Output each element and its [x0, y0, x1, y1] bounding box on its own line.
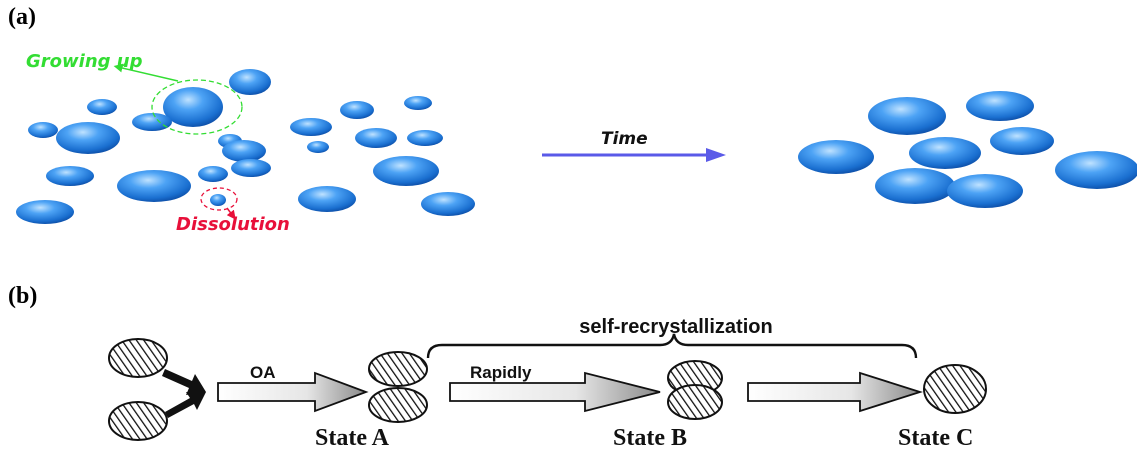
sphere [966, 91, 1034, 121]
sphere [87, 99, 117, 115]
hatched-particle [108, 401, 168, 441]
sphere [298, 186, 356, 212]
dissolution-arrow [226, 207, 236, 220]
state-b-label: State B [613, 425, 687, 449]
panel-b-label: (b) [8, 283, 38, 309]
sphere [163, 87, 223, 127]
sphere [1055, 151, 1137, 189]
growing-up-annotation: Growing up [26, 51, 243, 135]
sphere [222, 140, 266, 162]
sphere [909, 137, 981, 169]
sphere [407, 130, 443, 146]
hatched-particle [368, 351, 428, 387]
bracket-line [426, 333, 918, 359]
state-a-particles [368, 351, 428, 423]
sphere [290, 118, 332, 136]
hatched-particle [667, 384, 723, 420]
dissolution-highlight-circle [200, 187, 238, 211]
sphere [947, 174, 1023, 208]
panel-a-label: (a) [8, 4, 36, 30]
oa-label: OA [250, 363, 276, 382]
sphere [231, 159, 271, 177]
sphere [307, 141, 329, 153]
hatched-particle [368, 387, 428, 423]
state-a-label: State A [315, 425, 390, 449]
panel-a-left-particles [16, 69, 475, 224]
dissolution-annotation: Dissolution [176, 187, 290, 235]
sphere [990, 127, 1054, 155]
sphere [46, 166, 94, 186]
sphere [16, 200, 74, 224]
panel-a-right-particles [798, 91, 1137, 208]
sphere [421, 192, 475, 216]
final-arrow [747, 371, 923, 413]
final-arrow-shape [747, 371, 923, 413]
sphere [340, 101, 374, 119]
state-c-label: State C [898, 425, 973, 449]
sphere [875, 168, 955, 204]
growing-up-highlight-circle [151, 79, 243, 135]
hatched-particle [108, 338, 168, 378]
time-arrow-head [706, 148, 726, 162]
rapidly-label: Rapidly [470, 363, 532, 382]
sphere [28, 122, 58, 138]
sphere [56, 122, 120, 154]
sphere [373, 156, 439, 186]
sphere [198, 166, 228, 182]
hatched-particle [923, 364, 987, 414]
sphere [132, 113, 172, 131]
state-b-particle [667, 360, 723, 420]
dissolution-label: Dissolution [176, 214, 290, 235]
sphere [229, 69, 271, 95]
sphere [355, 128, 397, 148]
sphere-dissolving [210, 194, 226, 206]
growing-up-label: Growing up [26, 51, 143, 72]
rapidly-arrow: Rapidly [449, 363, 661, 413]
sphere [798, 140, 874, 174]
converge-arrow-bottom [165, 392, 206, 418]
time-arrow: Time [542, 129, 726, 162]
sphere [404, 96, 432, 110]
oa-arrow-shape [217, 371, 369, 413]
self-recrystallization-label: self-recrystallization [579, 316, 772, 338]
sphere [117, 170, 191, 202]
growing-up-arrow [113, 63, 179, 82]
self-recrystallization-bracket: self-recrystallization [426, 316, 918, 359]
state-c-particle [923, 364, 987, 414]
sphere [868, 97, 946, 135]
rapidly-arrow-shape [449, 371, 661, 413]
oa-arrow: OA [217, 363, 369, 413]
initial-particles [108, 338, 206, 441]
time-label: Time [601, 129, 648, 149]
converge-arrow-top [162, 369, 206, 395]
